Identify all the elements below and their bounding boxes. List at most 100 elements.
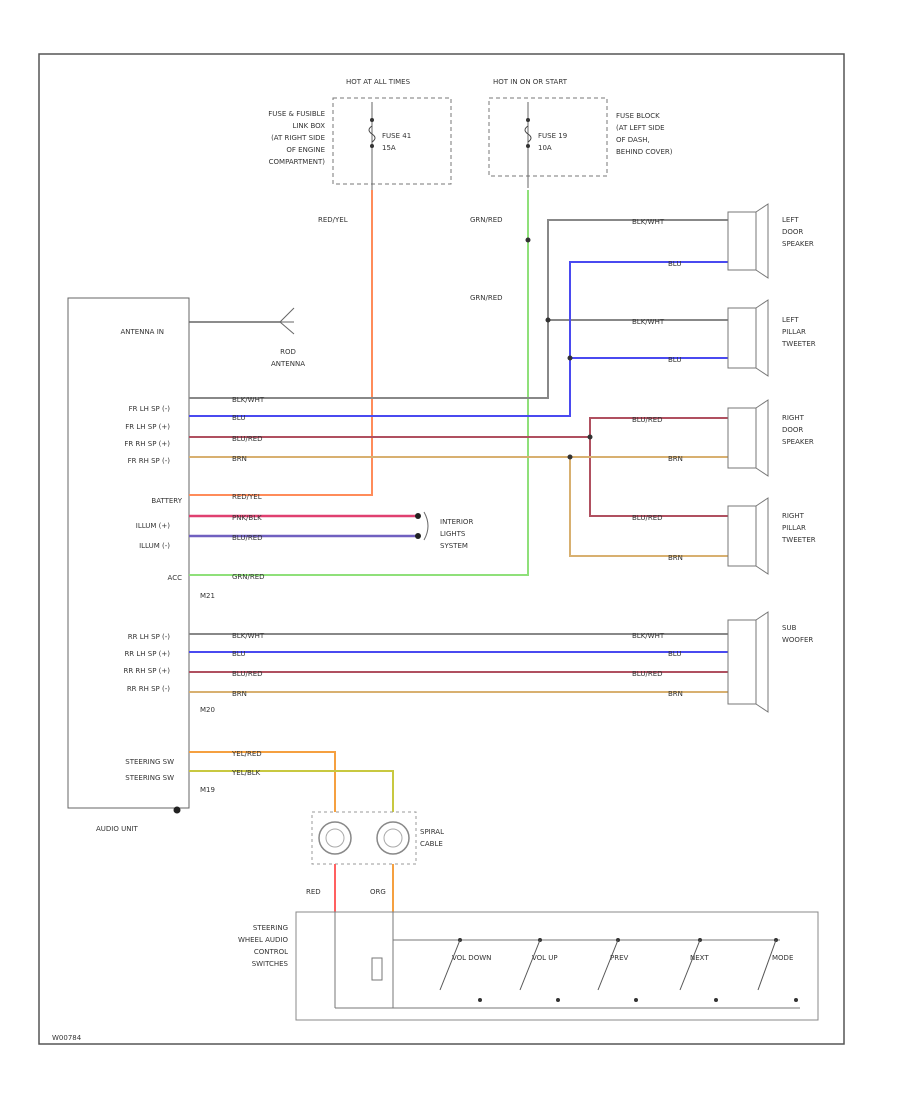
wire-label-illum-pos: PNK/BLK <box>232 514 262 522</box>
sub-woofer-body <box>727 619 757 705</box>
connector-m19: M19 <box>200 786 215 794</box>
fuse-box-right-header: HOT IN ON OR START <box>493 78 568 86</box>
switch-next-blade <box>679 939 701 991</box>
fuse-box-left-loc-5: COMPARTMENT) <box>269 158 326 166</box>
fuse-box-left: HOT AT ALL TIMES FUSE & FUSIBLE LINK BOX… <box>268 78 452 196</box>
wire-label-fr-rh-pos: BLU/RED <box>232 435 263 443</box>
wire-label-sub-4: BRN <box>668 690 683 698</box>
spiral-cable-outline <box>311 811 417 865</box>
interior-lights-label-3: SYSTEM <box>440 542 468 550</box>
spiral-cable: SPIRAL CABLE <box>311 811 444 865</box>
sub-woofer: SUB WOOFER <box>727 611 813 713</box>
sub-woofer-label-1: SUB <box>782 624 797 632</box>
steering-switches-outline <box>295 911 819 1021</box>
fuse-right-symbol <box>524 125 532 143</box>
audio-unit-outline <box>67 297 190 809</box>
spiral-cable-coil-2-inner <box>383 828 403 848</box>
switch-next-label: NEXT <box>690 954 709 962</box>
wire-label-grn-red-1: GRN/RED <box>470 216 503 224</box>
diagram-code: W00784 <box>52 1034 82 1042</box>
spiral-cable-coil-2 <box>376 821 410 855</box>
pin-fr-lh-pos: FR LH SP (+) <box>125 423 170 431</box>
wire-yel-blk <box>189 770 394 812</box>
resistor-icon <box>371 957 383 981</box>
fuse-right-node-2 <box>526 144 530 148</box>
switch-prev: PREV <box>597 938 638 1002</box>
switch-next-bottom-node <box>714 998 718 1002</box>
left-pillar-tweeter-body <box>727 307 757 369</box>
audio-unit-ground <box>173 806 181 814</box>
switch-vol-down-blade <box>439 939 461 991</box>
left-pillar-tweeter-cone <box>755 299 769 377</box>
fuse-box-left-loc-4: OF ENGINE <box>286 146 325 154</box>
pin-rr-lh-pos: RR LH SP (+) <box>124 650 170 658</box>
sub-woofer-label-2: WOOFER <box>782 636 813 644</box>
wire-label-rr-lh-neg: BLK/WHT <box>232 632 265 640</box>
right-pillar-tweeter-body <box>727 505 757 567</box>
fuse-right-node-1 <box>526 118 530 122</box>
wire-right-tweeter-pos <box>589 437 728 517</box>
fuse-box-right: HOT IN ON OR START FUSE BLOCK (AT LEFT S… <box>488 78 673 188</box>
switch-vol-down-bottom-node <box>478 998 482 1002</box>
right-door-label-1: RIGHT <box>782 414 805 422</box>
right-pillar-tweeter-cone <box>755 497 769 575</box>
wire-label-yel-blk: YEL/BLK <box>231 769 261 777</box>
right-door-label-2: DOOR <box>782 426 803 434</box>
right-door-speaker-cone <box>755 399 769 477</box>
steering-label-2: WHEEL AUDIO <box>238 936 289 944</box>
wire-label-fr-lh-pos: BLU <box>232 414 245 422</box>
interior-lights-label-2: LIGHTS <box>440 530 466 538</box>
wire-red-yel <box>189 190 373 496</box>
switch-mode: MODE <box>757 938 798 1002</box>
wire-label-sub-3: BLU/RED <box>632 670 663 678</box>
audio-unit-label: AUDIO UNIT <box>96 825 139 833</box>
connector-m21: M21 <box>200 592 215 600</box>
fuse-right-label-1: FUSE 19 <box>538 132 567 140</box>
switch-next: NEXT <box>679 938 718 1002</box>
outer-frame <box>38 53 845 1045</box>
wire-label-sub-2: BLU <box>668 650 681 658</box>
antenna-icon <box>279 307 295 335</box>
pin-antenna-in: ANTENNA IN <box>120 328 164 336</box>
wire-illum-neg-end <box>415 533 421 539</box>
interior-lights-label-1: INTERIOR <box>440 518 473 526</box>
pin-steering-sw-2: STEERING SW <box>125 774 174 782</box>
right-door-speaker: RIGHT DOOR SPEAKER <box>727 399 814 477</box>
fuse-box-left-header: HOT AT ALL TIMES <box>346 78 411 86</box>
switch-prev-bottom-node <box>634 998 638 1002</box>
pin-fr-rh-neg: FR RH SP (-) <box>128 457 171 465</box>
right-pillar-tweeter: RIGHT PILLAR TWEETER <box>727 497 816 575</box>
left-door-speaker: LEFT DOOR SPEAKER <box>727 203 814 279</box>
steering-label-4: SWITCHES <box>252 960 289 968</box>
fuse-right-label-2: 10A <box>538 144 552 152</box>
switch-prev-label: PREV <box>610 954 629 962</box>
wire-grn-red <box>189 190 529 576</box>
fuse-box-left-loc-3: (AT RIGHT SIDE <box>271 134 325 142</box>
right-pillar-label-1: RIGHT <box>782 512 805 520</box>
audio-unit: AUDIO UNIT ANTENNA IN FR LH SP (-) FR LH… <box>67 297 215 833</box>
wire-label-right-door-pos: BLU/RED <box>632 416 663 424</box>
wire-label-rr-rh-neg: BRN <box>232 690 247 698</box>
wire-label-right-tweeter-neg: BRN <box>668 554 683 562</box>
wire-label-right-tweeter-pos: BLU/RED <box>632 514 663 522</box>
wire-right-door-pos <box>589 417 728 437</box>
left-door-label-3: SPEAKER <box>782 240 814 248</box>
pin-rr-lh-neg: RR LH SP (-) <box>128 633 170 641</box>
pin-steering-sw-1: STEERING SW <box>125 758 174 766</box>
wire-label-left-tweeter-pos: BLU <box>668 356 681 364</box>
wire-label-red: RED <box>306 888 321 896</box>
left-pillar-label-1: LEFT <box>782 316 799 324</box>
left-pillar-tweeter: LEFT PILLAR TWEETER <box>727 299 816 377</box>
wire-label-fr-lh-neg: BLK/WHT <box>232 396 265 404</box>
rod-antenna-label-2: ANTENNA <box>271 360 305 368</box>
switch-vol-up: VOL UP <box>519 938 560 1002</box>
wire-node-fr-rh-neg <box>567 454 573 460</box>
switch-vol-up-label: VOL UP <box>532 954 558 962</box>
wire-label-right-door-neg: BRN <box>668 455 683 463</box>
switch-mode-bottom-node <box>794 998 798 1002</box>
right-door-label-3: SPEAKER <box>782 438 814 446</box>
left-door-speaker-cone <box>755 203 769 279</box>
switch-vol-up-blade <box>519 939 541 991</box>
switch-mode-label: MODE <box>772 954 793 962</box>
